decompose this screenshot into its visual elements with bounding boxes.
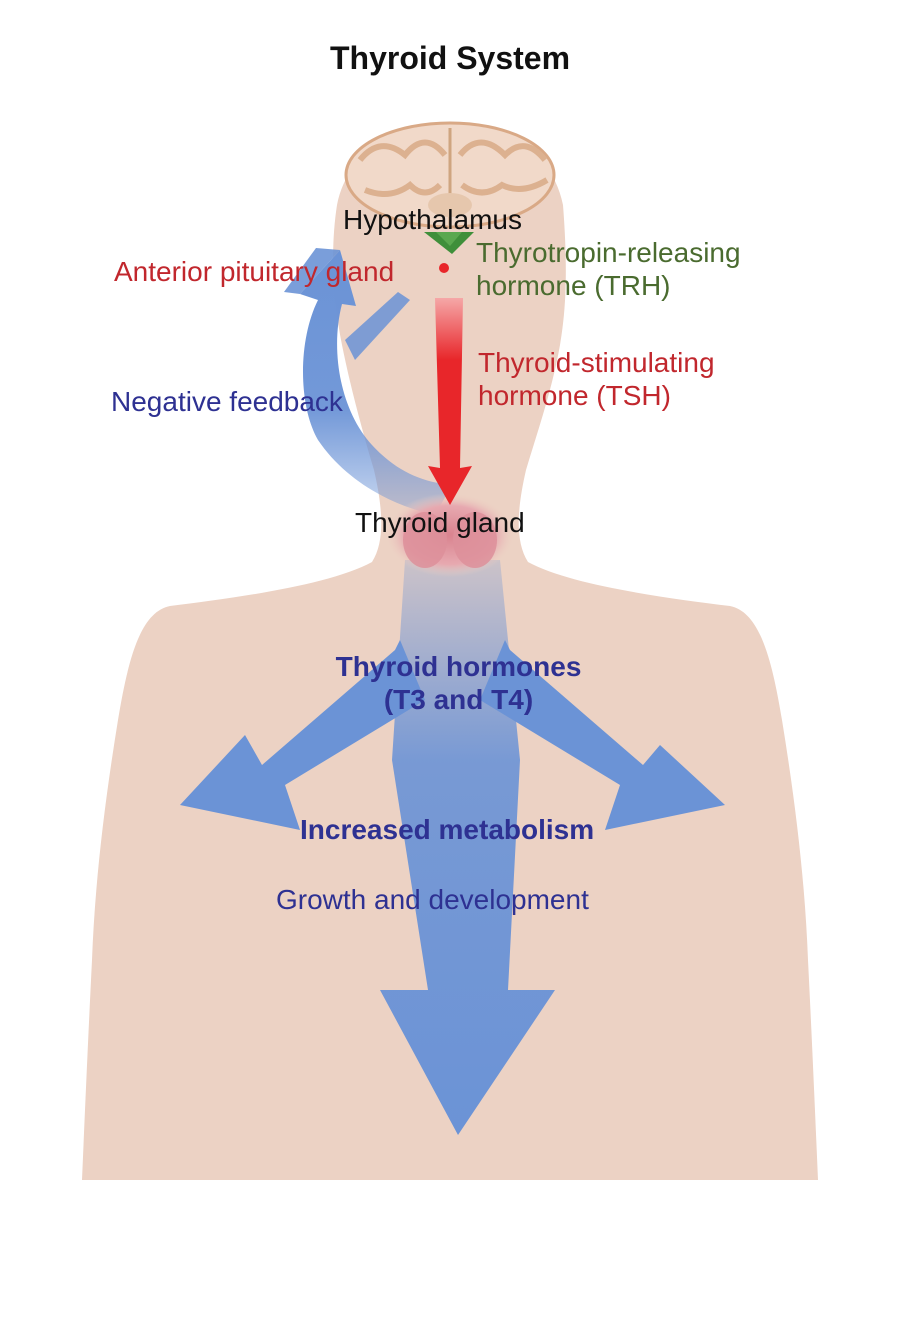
tsh-label-line1: Thyroid-stimulating	[478, 347, 715, 378]
negative-feedback-label: Negative feedback	[111, 386, 343, 417]
tsh-label-line2: hormone (TSH)	[478, 380, 671, 411]
thyroid-hormones-label: Thyroid hormones (T3 and T4)	[0, 650, 900, 716]
growth-label: Growth and development	[276, 884, 589, 915]
trh-label-line1: Thyrotropin-releasing	[476, 237, 741, 268]
tsh-arrow	[428, 298, 472, 505]
diagram-title: Thyroid System	[329, 40, 571, 76]
anterior-pituitary-label: Anterior pituitary gland	[114, 256, 395, 287]
thyroid-gland-image	[385, 493, 515, 577]
thyroid-hormones-arrow	[180, 560, 725, 1135]
pituitary-dot	[439, 263, 449, 273]
thyroid-hormones-line1: Thyroid hormones	[335, 651, 582, 682]
brain	[344, 121, 556, 229]
trh-label: Thyrotropin-releasing hormone (TRH)	[476, 236, 741, 302]
hypothalamus-label: Hypothalamus	[343, 204, 522, 235]
metabolism-label: Increased metabolism	[300, 814, 595, 845]
thyroid-hormones-line2: (T3 and T4)	[383, 684, 534, 715]
negative-feedback-arrow	[284, 248, 452, 515]
thyroid-gland-label: Thyroid gland	[355, 507, 525, 538]
tsh-label: Thyroid-stimulating hormone (TSH)	[478, 346, 715, 412]
trh-label-line2: hormone (TRH)	[476, 270, 671, 301]
